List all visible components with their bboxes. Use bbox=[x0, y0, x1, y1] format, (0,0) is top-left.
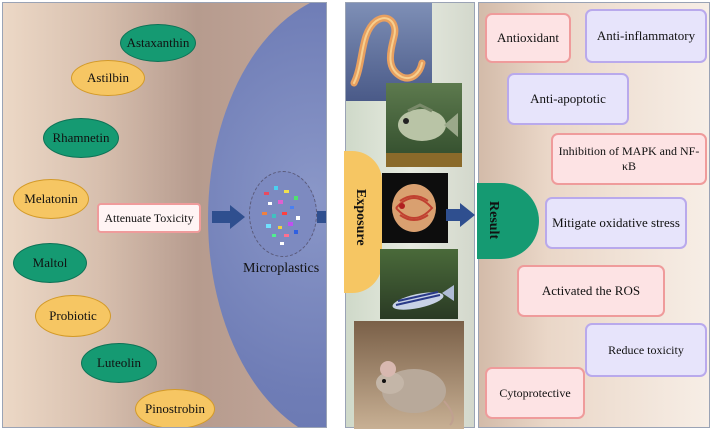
result-tab bbox=[477, 183, 539, 259]
compound-luteolin: Luteolin bbox=[81, 343, 157, 383]
result-cytoprotective: Cytoprotective bbox=[485, 367, 585, 419]
arrow-to-exposure bbox=[317, 211, 326, 223]
zebrafish-photo bbox=[380, 249, 458, 319]
compound-melatonin: Melatonin bbox=[13, 179, 89, 219]
arrow-to-microplastics bbox=[212, 205, 245, 229]
result-antioxidant: Antioxidant bbox=[485, 13, 571, 63]
compound-rhamnetin: Rhamnetin bbox=[43, 118, 119, 158]
attenuate-toxicity-label: Attenuate Toxicity bbox=[97, 203, 201, 233]
result-inhibition-mapk-nfkb: Inhibition of MAPK and NF-κB bbox=[551, 133, 707, 185]
mouse-photo bbox=[354, 321, 464, 429]
left-panel: Astaxanthin Astilbin Rhamnetin Melatonin… bbox=[2, 2, 327, 428]
compound-maltol: Maltol bbox=[13, 243, 87, 283]
microplastic-particles-icon bbox=[262, 186, 300, 245]
discus-fish-icon bbox=[392, 184, 436, 232]
microplastics-label: Microplastics bbox=[243, 261, 320, 276]
arrow-to-result bbox=[446, 203, 475, 227]
compound-astilbin: Astilbin bbox=[71, 60, 145, 96]
result-reduce-toxicity: Reduce toxicity bbox=[585, 323, 707, 377]
compound-astaxanthin: Astaxanthin bbox=[120, 24, 196, 62]
exposure-tab bbox=[344, 151, 382, 293]
compound-probiotic: Probiotic bbox=[35, 295, 111, 337]
result-anti-apoptotic: Anti-apoptotic bbox=[507, 73, 629, 125]
result-mitigate-oxidative-stress: Mitigate oxidative stress bbox=[545, 197, 687, 249]
nematode-icon bbox=[350, 14, 426, 87]
tilapia-photo bbox=[386, 83, 462, 167]
result-activated-ros: Activated the ROS bbox=[517, 265, 665, 317]
result-label: Result bbox=[486, 201, 501, 240]
result-anti-inflammatory: Anti-inflammatory bbox=[585, 9, 707, 63]
results-panel: Result Antioxidant Anti-inflammatory Ant… bbox=[477, 2, 710, 428]
compound-pinostrobin: Pinostrobin bbox=[135, 389, 215, 427]
tilapia-icon bbox=[386, 103, 462, 167]
organisms-panel: Exposure bbox=[344, 2, 475, 429]
microplastics-sample bbox=[249, 171, 317, 257]
exposure-label: Exposure bbox=[353, 189, 368, 246]
mouse-icon bbox=[376, 361, 454, 426]
discus-photo bbox=[382, 173, 448, 243]
zebrafish-icon bbox=[392, 285, 454, 310]
